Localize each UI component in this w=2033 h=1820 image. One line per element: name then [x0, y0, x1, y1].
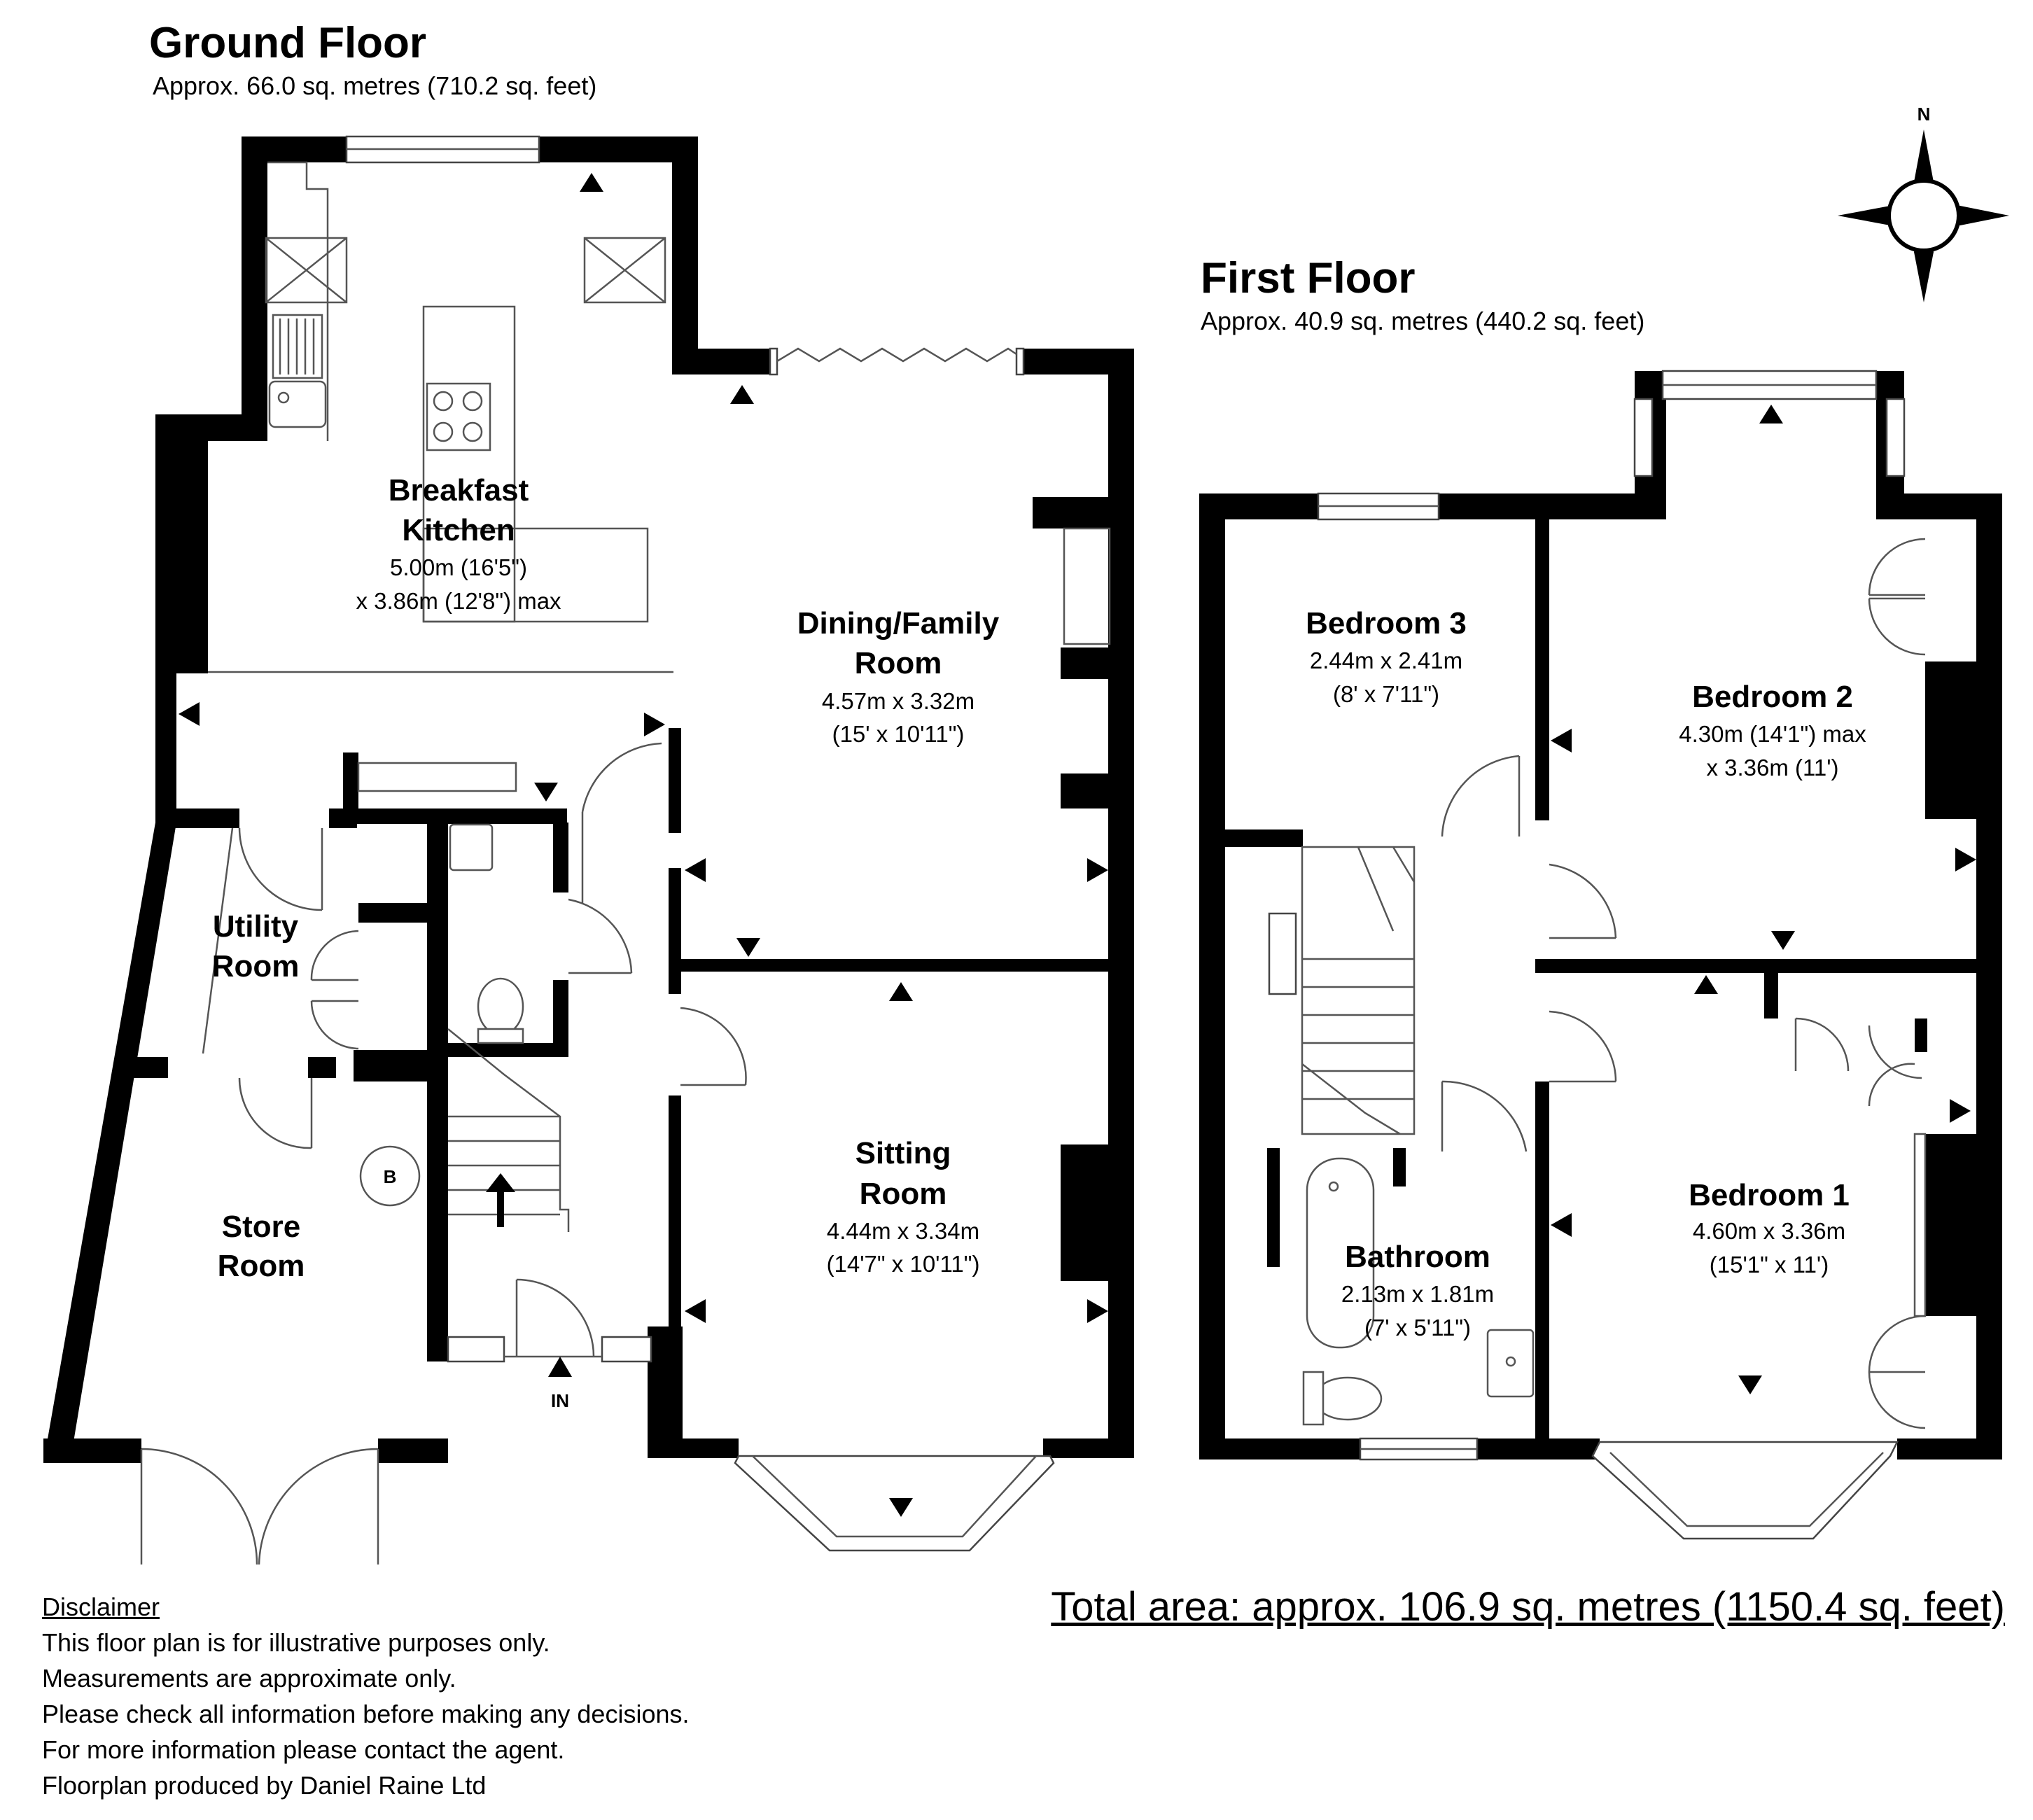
wc-basin: [449, 823, 494, 872]
bedroom3-dim: 2.44m x 2.41m: [1310, 648, 1462, 673]
breakfast-kitchen-dim: 5.00m (16'5"): [390, 554, 527, 580]
bedroom1-bay-window: [1591, 1441, 1899, 1540]
disclaimer-line: For more information please contact the …: [42, 1735, 565, 1764]
boiler-label: B: [384, 1166, 397, 1187]
breakfast-kitchen-name: Breakfast: [389, 473, 529, 507]
bathroom-name: Bathroom: [1345, 1240, 1490, 1274]
bedroom1-name: Bedroom 1: [1689, 1178, 1850, 1212]
total-area: Total area: approx. 106.9 sq. metres (11…: [1051, 1584, 2005, 1630]
compass-north-label: N: [1917, 104, 1931, 125]
disclaimer-line: Floorplan produced by Daniel Raine Ltd: [42, 1771, 487, 1800]
sitting-room-name-2: Room: [860, 1177, 947, 1211]
breakfast-kitchen-dim-2: x 3.86m (12'8") max: [356, 588, 561, 614]
sitting-room-dim-2: (14'7" x 10'11"): [827, 1251, 980, 1277]
bedroom3-name: Bedroom 3: [1306, 606, 1467, 640]
kitchen-sink: [268, 380, 327, 428]
hob: [426, 382, 491, 451]
wc-toilet: [477, 977, 524, 1036]
bathroom-basin: [1486, 1329, 1535, 1398]
dining-family-name-2: Room: [855, 646, 942, 680]
store-room-name: Store: [222, 1210, 300, 1244]
bath: [1306, 1157, 1375, 1349]
sitting-room-name: Sitting: [855, 1136, 951, 1170]
first-floor-fixtures: [1268, 370, 1927, 1540]
entrance-arrow: [548, 1357, 572, 1377]
breakfast-kitchen-name-2: Kitchen: [402, 513, 515, 547]
ground-floor-view-arrows: [179, 173, 1108, 1517]
store-room-name-2: Room: [218, 1249, 305, 1283]
disclaimer-line: Please check all information before maki…: [42, 1700, 690, 1728]
first-floor-walls: [1199, 371, 2002, 1460]
boiler-icon: [359, 1145, 421, 1207]
utility-room-name-2: Room: [212, 949, 300, 983]
skylight-left: [265, 237, 348, 304]
bathroom-toilet: [1313, 1376, 1383, 1421]
disclaimer-line: This floor plan is for illustrative purp…: [42, 1628, 550, 1657]
bathroom-dim: 2.13m x 1.81m: [1341, 1281, 1494, 1307]
disclaimer-heading: Disclaimer: [42, 1592, 160, 1621]
stairs-up-arrow: [497, 1189, 504, 1227]
sitting-room-dim: 4.44m x 3.34m: [827, 1218, 979, 1244]
first-floor-view-arrows: [1551, 405, 1976, 1394]
ground-floor-fixtures: B: [140, 135, 1111, 1565]
bathroom-dim-2: (7' x 5'11"): [1364, 1315, 1471, 1340]
first-floor-title: First Floor: [1201, 254, 1416, 302]
landing-window: [1268, 912, 1297, 995]
bedroom2-dim-2: x 3.36m (11'): [1706, 755, 1838, 780]
dining-family-dim: 4.57m x 3.32m: [822, 688, 974, 714]
ground-floor-walls: [43, 136, 1134, 1463]
disclaimer-line: Measurements are approximate only.: [42, 1664, 456, 1693]
first-floor-area: Approx. 40.9 sq. metres (440.2 sq. feet): [1201, 307, 1644, 335]
compass-rose-icon: N: [1838, 104, 2009, 302]
bedroom1-dim: 4.60m x 3.36m: [1693, 1218, 1845, 1244]
dining-family-dim-2: (15' x 10'11"): [832, 721, 965, 747]
ground-floor-area: Approx. 66.0 sq. metres (710.2 sq. feet): [153, 71, 596, 100]
disclaimer-block: Disclaimer This floor plan is for illust…: [42, 1589, 690, 1803]
bedroom1-dim-2: (15'1" x 11'): [1710, 1252, 1829, 1278]
ground-floor-title: Ground Floor: [149, 19, 426, 67]
skylight-right: [583, 237, 666, 304]
bedroom2-name: Bedroom 2: [1692, 680, 1853, 714]
bedroom3-dim-2: (8' x 7'11"): [1333, 681, 1439, 707]
bedroom2-dim: 4.30m (14'1") max: [1679, 721, 1866, 747]
ground-stairs: [447, 1028, 570, 1232]
utility-room-name: Utility: [213, 909, 299, 944]
first-floor-stairs: [1301, 846, 1416, 1135]
dining-family-name: Dining/Family: [797, 606, 1000, 640]
entrance-label: IN: [551, 1390, 569, 1411]
